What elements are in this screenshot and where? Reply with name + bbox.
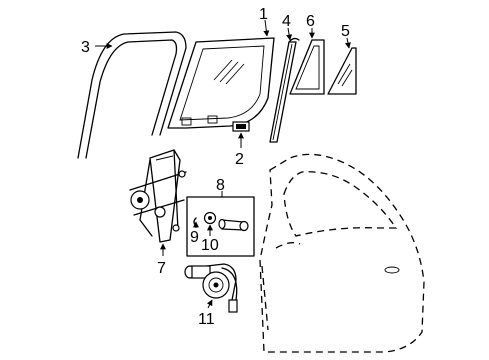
rear-door-outline [259,153,425,353]
leader-5 [344,37,351,49]
window-motor [184,263,238,313]
callout-8: 8 [216,177,225,194]
leader-11 [206,299,213,309]
run-channel [77,31,187,159]
callout-10: 10 [201,237,219,254]
door-glass [167,37,275,129]
hardware-kit-box [186,196,255,257]
callout-3: 3 [81,39,90,56]
leader-4 [286,27,293,41]
glass-clip [232,121,250,132]
callout-6: 6 [306,13,315,30]
division-bar [269,37,300,143]
callout-2: 2 [235,151,244,168]
quarter-glass [327,47,357,95]
callout-9: 9 [190,229,199,246]
callout-7: 7 [157,260,166,277]
callout-5: 5 [341,23,350,40]
callout-4: 4 [282,13,291,30]
quarter-glass-framed [289,39,325,95]
callout-11: 11 [198,311,215,328]
window-regulator [129,149,187,243]
callout-1: 1 [259,6,268,23]
leader-1 [263,19,270,37]
